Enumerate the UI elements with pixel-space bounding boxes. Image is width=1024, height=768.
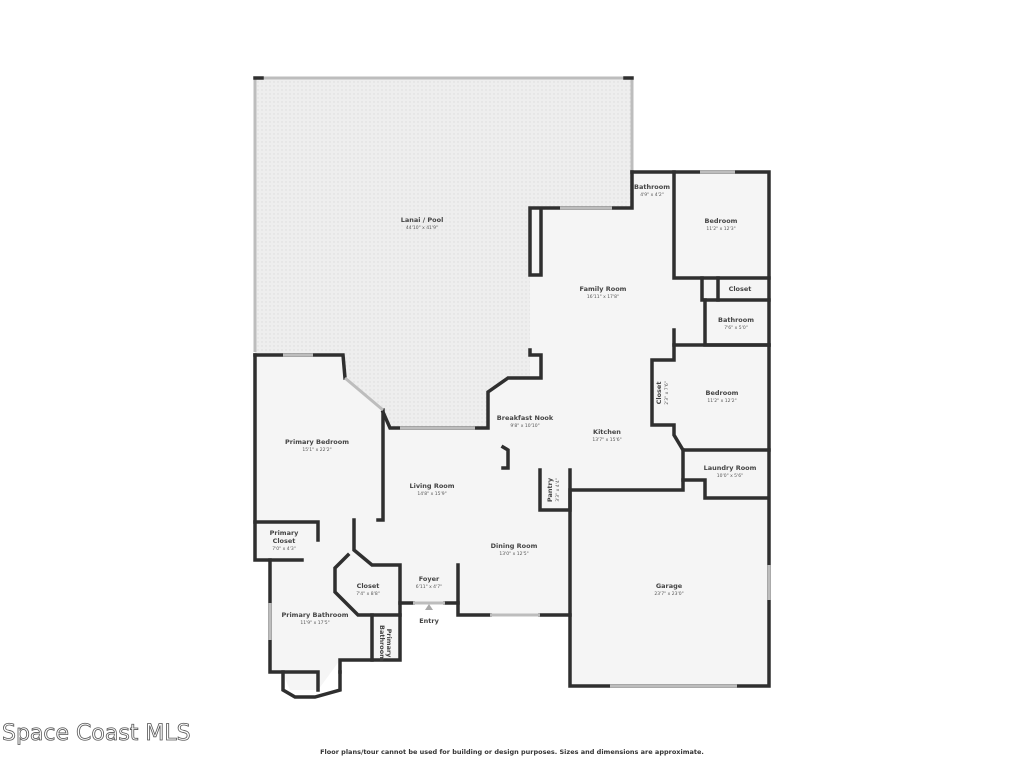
room-breakfast-nook: Breakfast Nook 9'8" x 10'10" <box>497 414 554 429</box>
house-floor <box>255 172 769 690</box>
room-name: Bathroom <box>378 625 386 661</box>
room-dims: 10'0" x 5'6" <box>717 473 743 479</box>
room-dims: 2'3" x 7'6" <box>664 381 670 405</box>
room-primary-bedroom: Primary Bedroom 15'1" x 22'2" <box>285 438 349 453</box>
room-dims: 7'0" x 4'3" <box>272 546 296 552</box>
room-name: Laundry Room <box>704 464 757 472</box>
room-bedroom-1: Bedroom 11'2" x 12'3" <box>705 217 738 232</box>
room-family-room: Family Room 16'11" x 17'8" <box>580 285 627 300</box>
room-bedroom-2: Bedroom 11'2" x 12'2" <box>706 389 739 404</box>
room-dims: 6'11" x 4'7" <box>416 584 442 590</box>
room-closet-1: Closet <box>729 285 752 293</box>
room-primary-closet: Primary Closet 7'0" x 4'3" <box>270 529 300 552</box>
room-kitchen: Kitchen 13'7" x 15'6" <box>592 428 621 443</box>
room-name: Closet <box>273 537 296 545</box>
room-dims: 11'2" x 12'3" <box>706 226 735 232</box>
room-dims: 3'3" x 4'4" <box>555 478 561 502</box>
room-dims: 15'1" x 22'2" <box>302 447 331 453</box>
windows <box>268 170 771 688</box>
room-bathroom-small: Bathroom 4'9" x 4'2" <box>634 183 670 198</box>
room-primary-bathroom-wc: Primary Bathroom <box>378 625 393 661</box>
room-dims: 14'8" x 15'9" <box>417 491 446 497</box>
room-living-room: Living Room 14'8" x 15'9" <box>409 482 454 497</box>
room-name: Primary <box>385 629 393 659</box>
room-dims: 4'9" x 4'2" <box>640 192 664 198</box>
room-foyer: Foyer 6'11" x 4'7" <box>416 575 442 590</box>
room-pantry: Pantry 3'3" x 4'4" <box>546 477 561 502</box>
room-name: Living Room <box>409 482 454 490</box>
room-name: Dining Room <box>491 542 538 550</box>
room-name: Primary <box>270 529 300 537</box>
room-dims: 11'9" x 17'5" <box>300 620 329 626</box>
room-dims: 23'7" x 23'0" <box>654 591 683 597</box>
room-name: Closet <box>357 582 380 590</box>
room-primary-bathroom: Primary Bathroom 11'9" x 17'5" <box>281 611 348 626</box>
room-closet-3: Closet 7'4" x 8'8" <box>356 582 380 597</box>
room-name: Kitchen <box>593 428 621 436</box>
room-name: Primary Bedroom <box>285 438 349 446</box>
room-dims: 13'0" x 12'5" <box>499 551 528 557</box>
room-name: Family Room <box>580 285 627 293</box>
room-laundry-room: Laundry Room 10'0" x 5'6" <box>704 464 757 479</box>
room-name: Bathroom <box>718 316 754 324</box>
room-dims: 16'11" x 17'8" <box>587 294 619 300</box>
watermark: Space Coast MLS <box>2 721 191 746</box>
room-dims: 9'8" x 10'10" <box>510 423 539 429</box>
room-closet-2: Closet 2'3" x 7'6" <box>655 381 670 405</box>
room-name: Pantry <box>546 477 554 502</box>
room-name: Bedroom <box>706 389 739 397</box>
room-garage: Garage 23'7" x 23'0" <box>654 582 683 597</box>
room-dims: 13'7" x 15'6" <box>592 437 621 443</box>
room-name: Primary Bathroom <box>281 611 348 619</box>
entry-arrow-icon <box>425 604 433 610</box>
room-name: Closet <box>655 382 663 405</box>
room-name: Foyer <box>419 575 440 583</box>
disclaimer: Floor plans/tour cannot be used for buil… <box>320 748 704 756</box>
room-dims: 11'2" x 12'2" <box>707 398 736 404</box>
room-name: Bedroom <box>705 217 738 225</box>
lanai-floor <box>255 78 632 428</box>
room-lanai: Lanai / Pool 44'10" x 41'9" <box>401 216 444 231</box>
room-name: Closet <box>729 285 752 293</box>
room-dims: 7'6" x 5'0" <box>724 325 748 331</box>
room-dining-room: Dining Room 13'0" x 12'5" <box>491 542 538 557</box>
entry-label: Entry <box>419 617 439 625</box>
room-name: Breakfast Nook <box>497 414 554 422</box>
room-dims: 7'4" x 8'8" <box>356 591 380 597</box>
walls <box>253 170 771 699</box>
room-dims: 44'10" x 41'9" <box>406 225 438 231</box>
room-name: Lanai / Pool <box>401 216 444 224</box>
room-name: Bathroom <box>634 183 670 191</box>
room-name: Garage <box>656 582 683 590</box>
room-bathroom-2: Bathroom 7'6" x 5'0" <box>718 316 754 331</box>
